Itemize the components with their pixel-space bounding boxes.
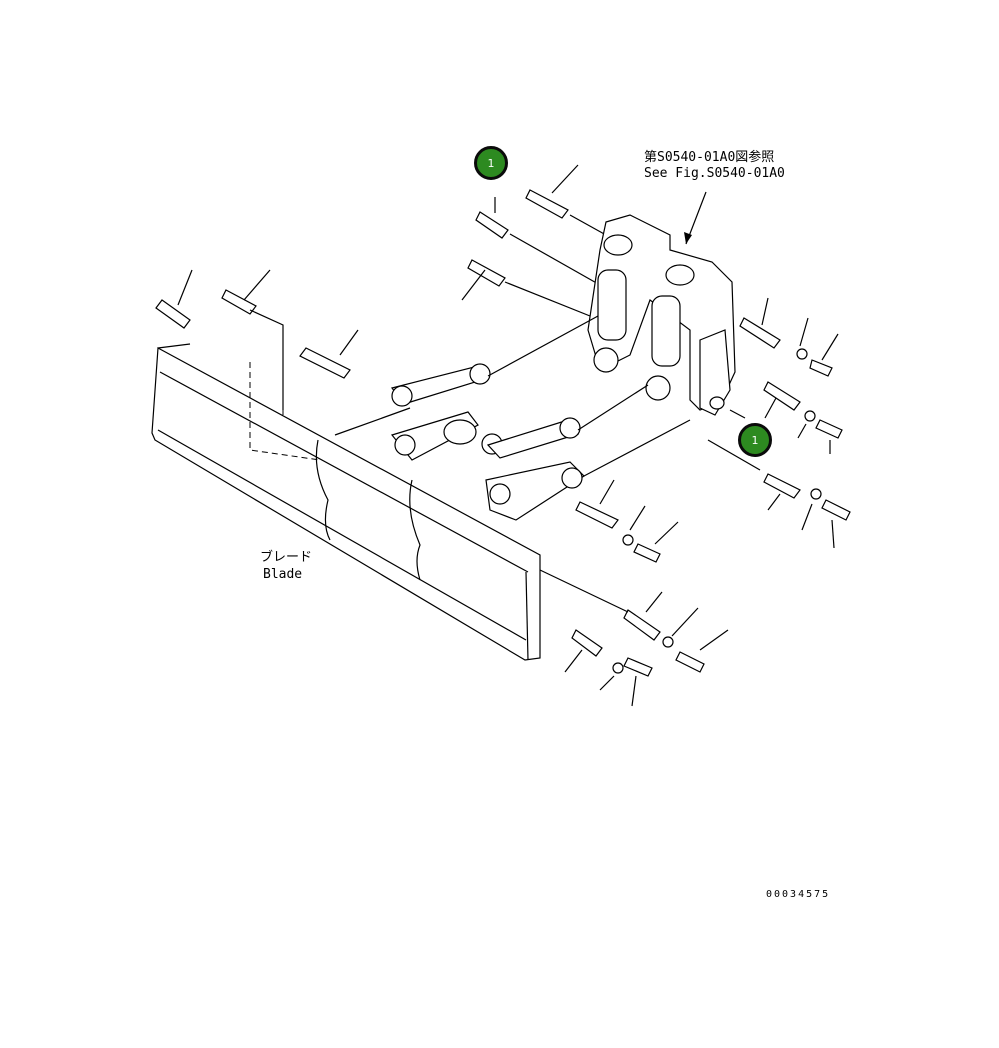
hardware-right-2 <box>763 381 843 454</box>
hardware-center <box>575 479 679 563</box>
pin-left-1 <box>155 269 193 329</box>
reference-label-en: See Fig.S0540-01A0 <box>644 166 785 181</box>
callout-badge-top[interactable]: 1 <box>474 146 508 180</box>
bottom-link <box>485 419 691 521</box>
middle-link <box>390 411 503 461</box>
blade-label-en: Blade <box>263 567 303 582</box>
hardware-right-3 <box>707 409 851 549</box>
lower-link <box>486 384 649 459</box>
pin-left-2 <box>221 269 284 410</box>
pin-top-1 <box>475 197 601 286</box>
pin-top-2 <box>525 164 616 241</box>
upper-link <box>334 315 599 436</box>
reference-arrowhead <box>684 232 692 244</box>
reference-label-jp: 第S0540-01A0図参照 <box>644 150 775 165</box>
hardware-right-1 <box>739 297 839 377</box>
pin-top-3 <box>461 259 601 321</box>
hardware-bottom <box>539 569 729 707</box>
callout-badge-right[interactable]: 1 <box>738 423 772 457</box>
drawing-number: 00034575 <box>766 889 831 900</box>
blade <box>151 330 541 661</box>
frame-assembly <box>587 214 736 416</box>
pin-center <box>299 329 359 379</box>
blade-label-jp: ブレード <box>260 550 313 565</box>
